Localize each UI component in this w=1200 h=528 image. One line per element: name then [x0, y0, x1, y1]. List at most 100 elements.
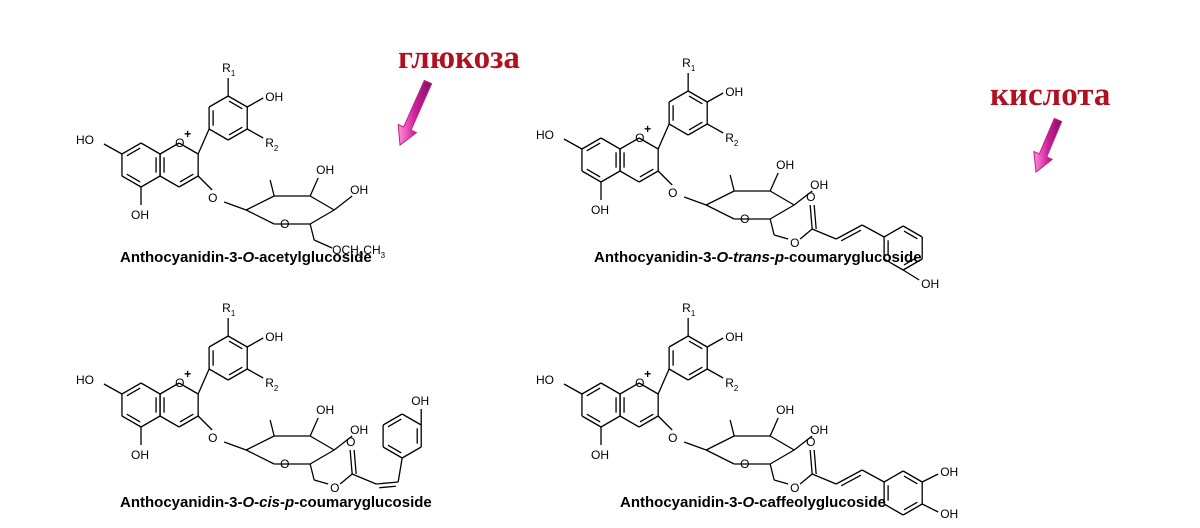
- sugar-hydroxyl-label: OH: [810, 423, 828, 437]
- c-ring-bond: [619, 382, 640, 395]
- hydroxyl-bond: [246, 97, 264, 108]
- glycosidic-oxygen-label: O: [208, 191, 217, 205]
- a-ring-bond: [581, 382, 602, 395]
- hydroxyl-label: HO: [536, 373, 554, 387]
- phenyl-ring-bond: [382, 446, 403, 459]
- b-ring-bond-double: [688, 340, 703, 350]
- sugar-ring-oxygen-label: O: [280, 457, 289, 471]
- sugar-ring-oxygen-label: O: [740, 212, 749, 226]
- a-ring-bond-double: [126, 173, 141, 183]
- b-ring-link-bond: [197, 128, 210, 155]
- alkene-bond: [376, 481, 399, 485]
- glycosidic-oxygen-label: O: [668, 431, 677, 445]
- sugar-vertical-bond: [769, 463, 775, 481]
- ester-oxygen-label: O: [790, 236, 799, 250]
- carbonyl-bond: [813, 449, 817, 475]
- aryl-link-bond: [861, 224, 885, 238]
- c-ring-bond: [159, 142, 180, 155]
- r2-bond: [246, 128, 264, 139]
- ester-bond: [773, 479, 789, 485]
- ring-oxygen-label: O: [635, 376, 644, 390]
- r1-label: R1: [222, 301, 236, 318]
- sugar-ring-bond: [705, 190, 735, 206]
- ring-oxygen-label: O: [175, 136, 184, 150]
- c-ring-bond: [619, 137, 640, 150]
- phenol-label: OH: [411, 394, 429, 408]
- phenol-label: OH: [940, 507, 958, 521]
- a-ring-bond-double: [586, 387, 601, 397]
- c-ring-bond: [159, 175, 180, 188]
- c-ring-bond: [638, 170, 659, 183]
- r2-label: R2: [265, 136, 279, 153]
- b-ring-link-bond: [657, 368, 670, 395]
- a-ring-bond: [121, 175, 142, 188]
- sugar-ring-bond: [309, 209, 335, 225]
- hydroxyl-label: OH: [591, 448, 609, 462]
- aryl-link-bond: [397, 457, 403, 483]
- structure-caption: Anthocyanidin-3-O-caffeolyglucoside: [620, 494, 886, 511]
- b-ring-bond-double: [228, 340, 243, 350]
- carbonyl-oxygen-label: O: [806, 190, 815, 204]
- a-ring-bond: [140, 415, 161, 428]
- a-ring-bond-double: [126, 147, 141, 157]
- sugar-hydroxyl-label: OH: [810, 178, 828, 192]
- carbonyl-bond: [349, 449, 353, 475]
- sugar-ring-bond: [245, 435, 275, 451]
- phenyl-ring-bond: [401, 446, 422, 459]
- phenol-bond: [921, 503, 939, 513]
- sugar-hydroxyl-bond: [333, 195, 353, 211]
- b-ring-bond: [227, 95, 248, 108]
- hydroxyl-label: OH: [131, 448, 149, 462]
- sugar-hydroxyl-label: OH: [776, 158, 794, 172]
- carbonyl-oxygen-label: O: [346, 435, 355, 449]
- phenyl-ring-bond: [401, 413, 422, 426]
- ester-bond: [339, 473, 353, 485]
- hydroxyl-bond: [563, 383, 583, 395]
- phenyl-ring-bond: [902, 503, 923, 516]
- c-ring-bond: [178, 415, 199, 428]
- carbonyl-bond: [813, 204, 817, 230]
- a-ring-bond: [600, 170, 621, 183]
- positive-charge-label: +: [644, 367, 651, 381]
- b-ring-bond: [208, 95, 229, 108]
- hydroxyl-label: OH: [265, 330, 283, 344]
- sugar-vertical-bond: [309, 223, 315, 241]
- positive-charge-label: +: [184, 367, 191, 381]
- ring-oxygen-label: O: [635, 131, 644, 145]
- b-ring-bond: [668, 90, 689, 103]
- sugar-ring-bond: [245, 449, 275, 465]
- c-ring-bond-double: [179, 413, 194, 423]
- ester-oxygen-label: O: [790, 481, 799, 495]
- sugar-link-bond: [683, 196, 707, 206]
- glucose-arrow-icon: [397, 79, 433, 146]
- c-ring-bond: [638, 137, 659, 150]
- c-ring-bond: [159, 382, 180, 395]
- sugar-hydroxyl-bond: [769, 417, 779, 437]
- sugar-hydroxyl-bond: [309, 177, 319, 197]
- hydroxyl-label: OH: [725, 330, 743, 344]
- phenyl-ring-bond-double: [903, 256, 918, 266]
- ester-bond: [313, 479, 329, 485]
- b-ring-bond: [668, 123, 689, 136]
- sugar-link-bond: [223, 201, 247, 211]
- b-ring-link-bond: [657, 123, 670, 150]
- glucose-annotation: глюкоза: [398, 40, 520, 76]
- b-ring-bond: [668, 335, 689, 348]
- hydroxyl-label: OH: [591, 203, 609, 217]
- phenol-label: OH: [921, 277, 939, 291]
- sugar-hydroxyl-bond: [793, 190, 813, 206]
- ethoxy-label: OCH2CH3: [332, 243, 385, 260]
- alkene-bond: [835, 224, 863, 240]
- a-ring-bond-double: [126, 413, 141, 423]
- b-ring-bond: [208, 368, 229, 381]
- a-ring-bond-double: [586, 142, 601, 152]
- positive-charge-label: +: [644, 122, 651, 136]
- phenyl-ring-bond-double: [387, 444, 402, 454]
- sugar-ring-bond: [309, 435, 335, 451]
- b-ring-bond: [208, 128, 229, 141]
- structure-caption: Anthocyanidin-3-O-cis-p-coumaryglucoside: [120, 494, 432, 511]
- sugar-ring-bond: [309, 449, 335, 465]
- sugar-hydroxyl-label: OH: [316, 403, 334, 417]
- phenyl-ring-bond-double: [903, 230, 918, 240]
